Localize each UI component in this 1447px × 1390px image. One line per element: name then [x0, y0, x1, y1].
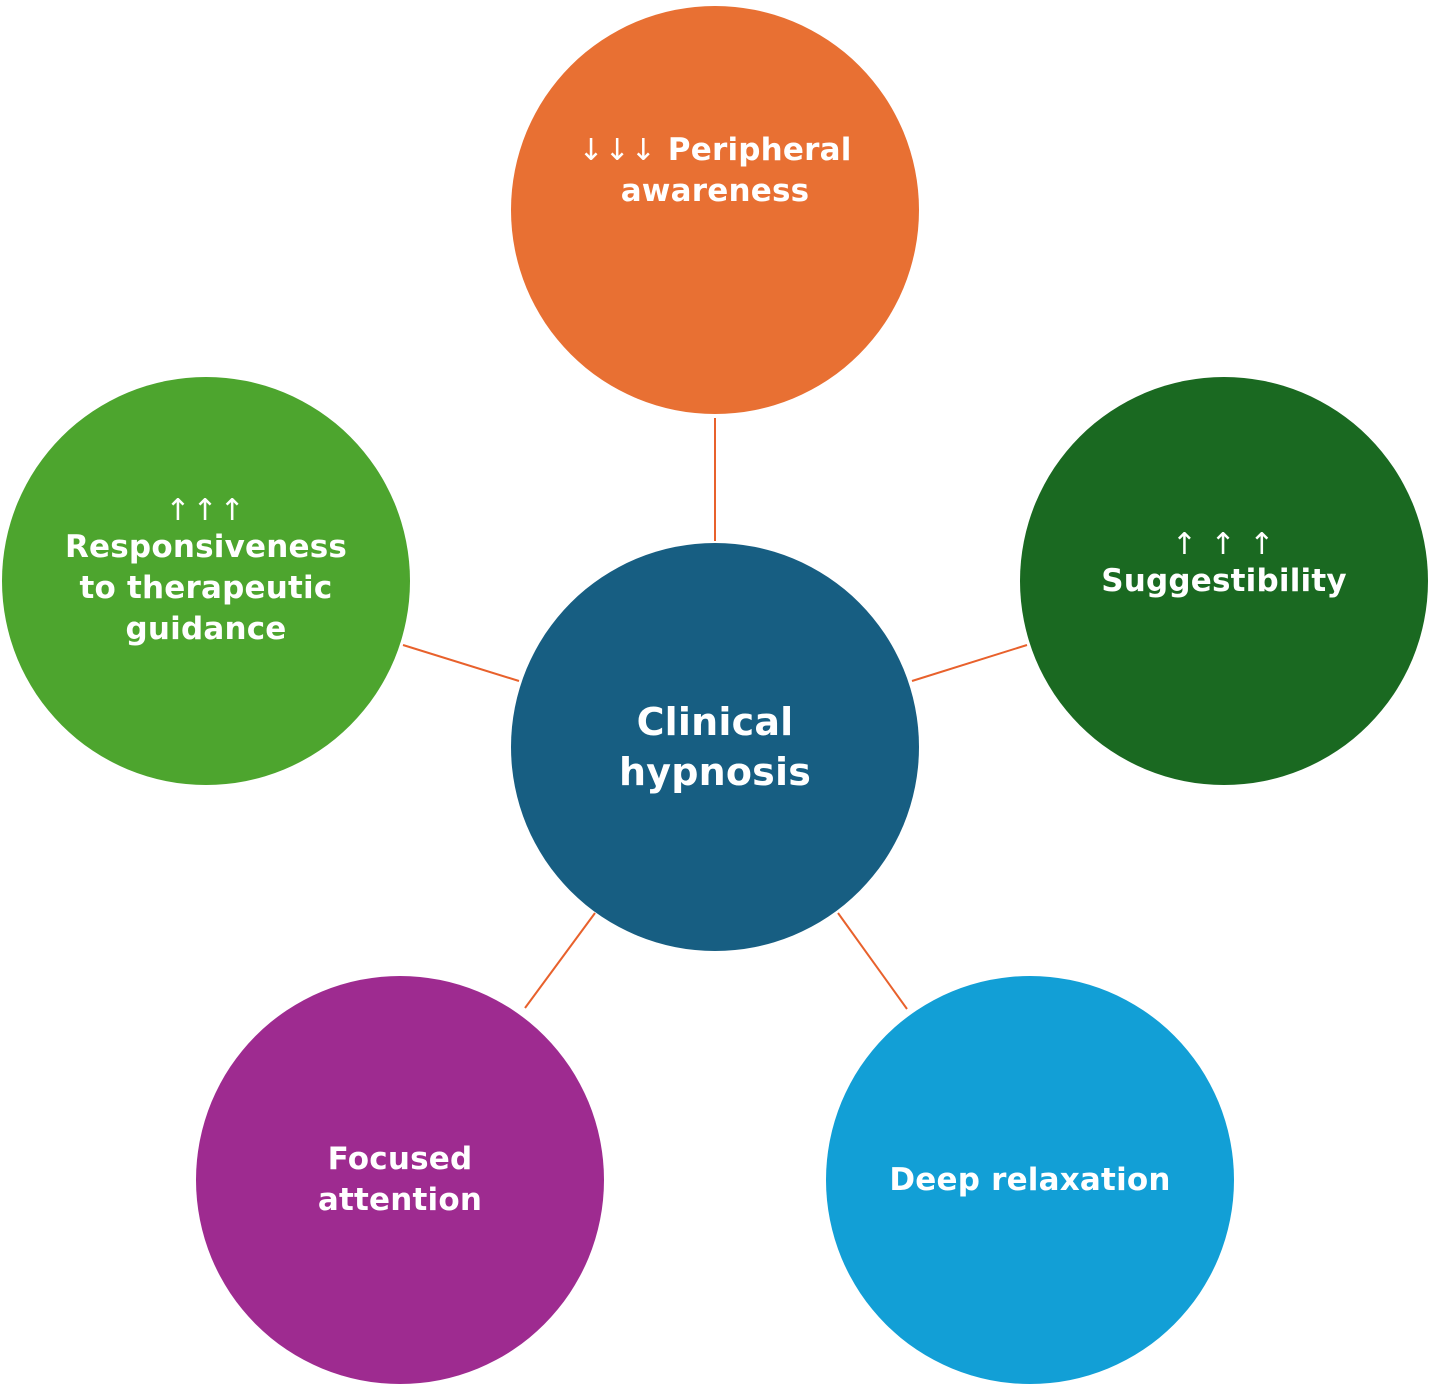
connector-bottom-right — [837, 912, 908, 1010]
suggestibility-node: ↑ ↑ ↑ Suggestibility — [1020, 377, 1428, 785]
peripheral-awareness-label: ↓↓↓ Peripheral awareness — [578, 130, 851, 212]
clinical-hypnosis-label: Clinical hypnosis — [618, 700, 812, 794]
up-arrows-icon: ↑↑↑ — [165, 492, 247, 528]
connector-right — [911, 644, 1028, 682]
down-arrows-icon: ↓↓↓ — [578, 133, 657, 168]
peripheral-awareness-text: Peripheral awareness — [620, 132, 852, 209]
connector-bottom-left — [524, 912, 596, 1009]
up-arrows-icon: ↑ ↑ ↑ — [1171, 526, 1277, 562]
responsiveness-node: ↑↑↑ Responsiveness to therapeutic guidan… — [2, 377, 410, 785]
peripheral-awareness-node: ↓↓↓ Peripheral awareness — [511, 6, 919, 414]
clinical-hypnosis-node: Clinical hypnosis — [511, 543, 919, 951]
suggestibility-label: Suggestibility — [1101, 562, 1347, 599]
responsiveness-label: Responsiveness to therapeutic guidance — [64, 528, 347, 647]
focused-attention-label: Focused attention — [317, 1141, 483, 1218]
focused-attention-node: Focused attention — [196, 976, 604, 1384]
deep-relaxation-label: Deep relaxation — [889, 1161, 1171, 1198]
deep-relaxation-node: Deep relaxation — [826, 976, 1234, 1384]
connector-left — [402, 644, 520, 682]
